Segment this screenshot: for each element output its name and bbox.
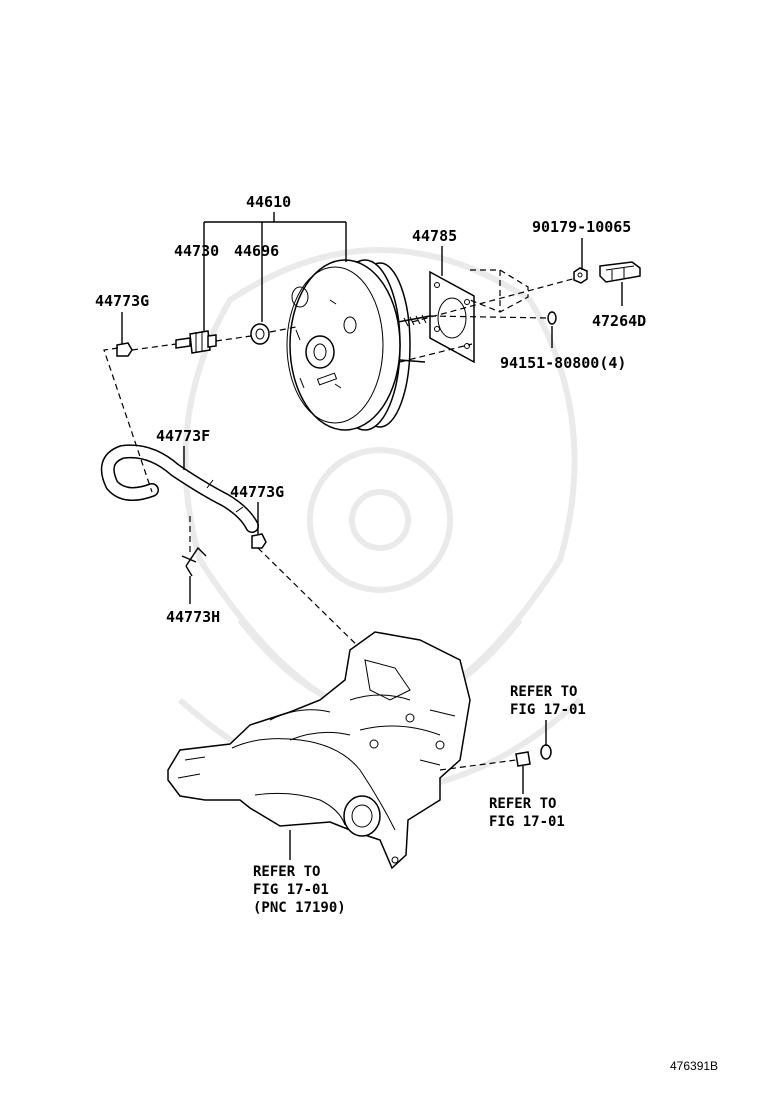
intake-manifold xyxy=(167,631,471,870)
hose-dashed-lines xyxy=(103,347,373,661)
ref-bottom-line1: REFER TO xyxy=(253,864,320,880)
label-clip-top: 44773G xyxy=(95,292,149,310)
label-bracket: 47264D xyxy=(592,312,646,330)
nut-upper xyxy=(573,267,588,284)
label-clamp: 44773H xyxy=(166,608,220,626)
label-nut-lower: 94151-80800(4) xyxy=(500,354,626,372)
figure-id: 476391B xyxy=(670,1059,718,1073)
label-hose: 44773F xyxy=(156,427,210,445)
label-check-valve: 44730 xyxy=(174,242,219,260)
ref-bottom-line2: FIG 17-01 xyxy=(253,882,329,898)
check-valve xyxy=(175,330,217,354)
ref-right-lower-line2: FIG 17-01 xyxy=(489,814,565,830)
nut-lower xyxy=(547,311,557,325)
valve-axis-line xyxy=(131,326,297,351)
clip-top xyxy=(116,342,133,357)
manifold-bolt xyxy=(515,744,552,767)
label-nut-upper: 90179-10065 xyxy=(532,218,631,236)
bolt-dashed-line xyxy=(439,759,517,771)
label-grommet: 44696 xyxy=(234,242,279,260)
vacuum-hose xyxy=(100,444,259,533)
label-booster-assembly: 44610 xyxy=(246,193,291,211)
ref-right-lower-line1: REFER TO xyxy=(489,796,556,812)
leader-lines xyxy=(121,212,623,860)
bracket xyxy=(599,261,641,283)
hose-clamp xyxy=(181,546,207,577)
grommet xyxy=(250,323,270,345)
mount-dashed-lines xyxy=(399,269,581,363)
ref-right-upper-line2: FIG 17-01 xyxy=(510,702,586,718)
clip-bottom xyxy=(251,533,267,549)
ref-bottom-line3: (PNC 17190) xyxy=(253,900,346,916)
label-clip-bottom: 44773G xyxy=(230,483,284,501)
ref-right-upper-line1: REFER TO xyxy=(510,684,577,700)
label-gasket: 44785 xyxy=(412,227,457,245)
brake-booster xyxy=(286,259,431,431)
